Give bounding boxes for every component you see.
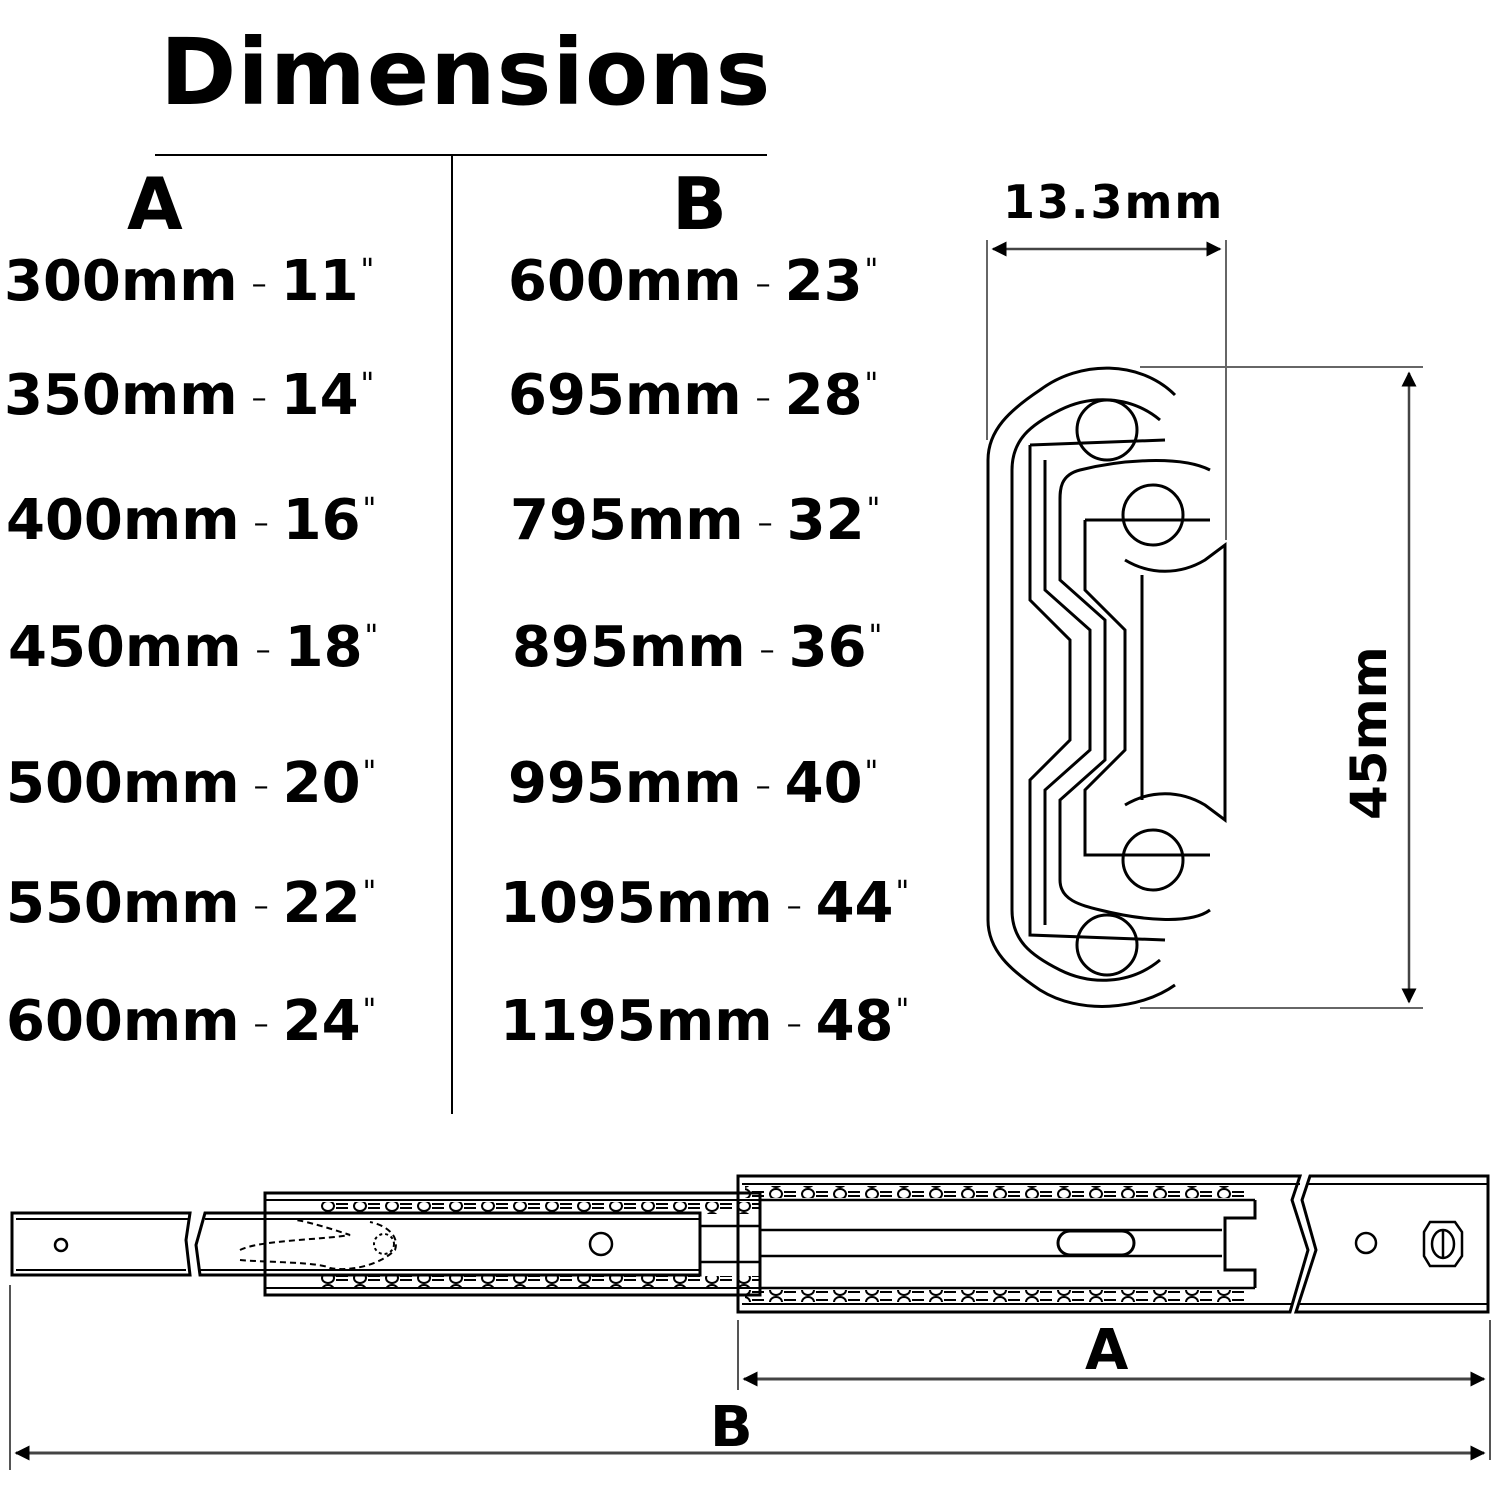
table-row: 600mm–23" xyxy=(508,249,879,314)
dimension-b-label: B xyxy=(710,1395,753,1460)
page-title: Dimensions xyxy=(160,19,772,126)
table-row: 350mm–14" xyxy=(4,363,375,428)
width-dimension-label: 13.3mm xyxy=(1003,175,1225,229)
table-row: 895mm–36" xyxy=(512,615,883,680)
table-row: 500mm–20" xyxy=(6,751,377,816)
table-row: 995mm–40" xyxy=(508,751,879,816)
column-a-header: A xyxy=(127,162,183,246)
table-row: 1095mm–44" xyxy=(500,871,910,936)
table-row: 600mm–24" xyxy=(6,989,377,1054)
table-row: 1195mm–48" xyxy=(500,989,910,1054)
table-row: 300mm–11" xyxy=(4,249,375,314)
table-row: 795mm–32" xyxy=(510,488,881,553)
table-row: 450mm–18" xyxy=(8,615,379,680)
dimension-a-label: A xyxy=(1085,1318,1129,1383)
table-row: 400mm–16" xyxy=(6,488,377,553)
table-row: 550mm–22" xyxy=(6,871,377,936)
table-column-divider xyxy=(451,156,453,1114)
column-b-header: B xyxy=(672,162,727,246)
table-header-divider xyxy=(155,154,767,156)
table-row: 695mm–28" xyxy=(508,363,879,428)
